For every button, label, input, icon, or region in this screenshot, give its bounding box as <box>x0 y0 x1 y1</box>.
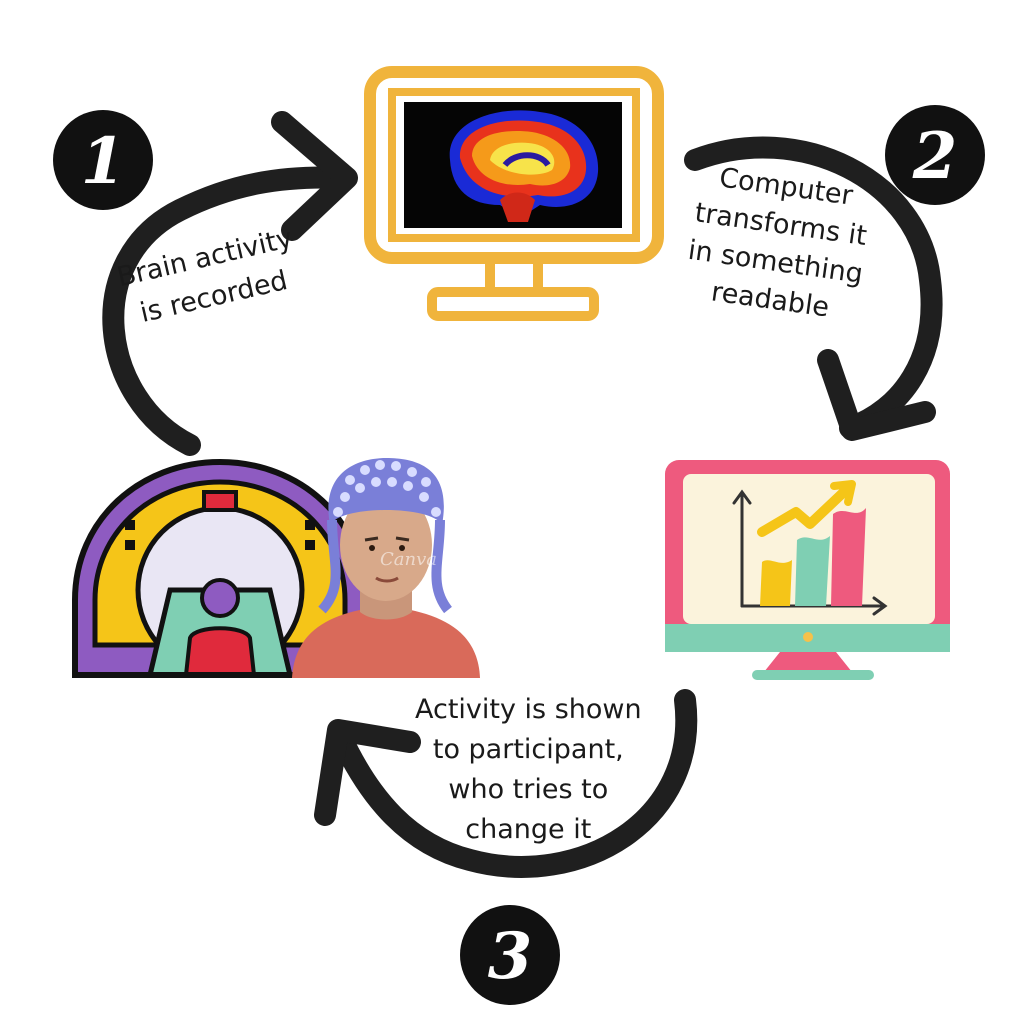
chart-bar-2 <box>795 536 830 606</box>
chart-bar-1 <box>760 560 792 606</box>
step-badge-1: 1 <box>53 110 153 210</box>
eeg-person-icon: Canva <box>292 458 480 678</box>
arrow-1-head <box>271 111 358 241</box>
cycle-arrows <box>102 111 943 878</box>
arrow-2-head <box>817 349 936 441</box>
chart-bar-3 <box>831 508 866 606</box>
arrow-3-head <box>314 719 421 826</box>
arrow-1 <box>102 166 356 456</box>
brain-scan-monitor-icon <box>364 66 664 321</box>
watermark-text: Canva <box>380 549 437 570</box>
brain-scan-image <box>449 110 599 222</box>
step-3-label: Activity is shown to participant, who tr… <box>415 694 642 845</box>
svg-text:3: 3 <box>488 919 533 994</box>
svg-text:1: 1 <box>81 124 126 199</box>
arrow-2 <box>684 136 943 439</box>
arrow-3 <box>329 689 698 878</box>
mri-scanner-icon <box>72 458 368 678</box>
step-badge-2: 2 <box>885 105 985 205</box>
step-2-label: Computer transforms it in something read… <box>686 162 869 324</box>
step-badge-3: 3 <box>460 905 560 1005</box>
svg-text:2: 2 <box>912 119 958 194</box>
chart-monitor-icon <box>665 460 950 680</box>
